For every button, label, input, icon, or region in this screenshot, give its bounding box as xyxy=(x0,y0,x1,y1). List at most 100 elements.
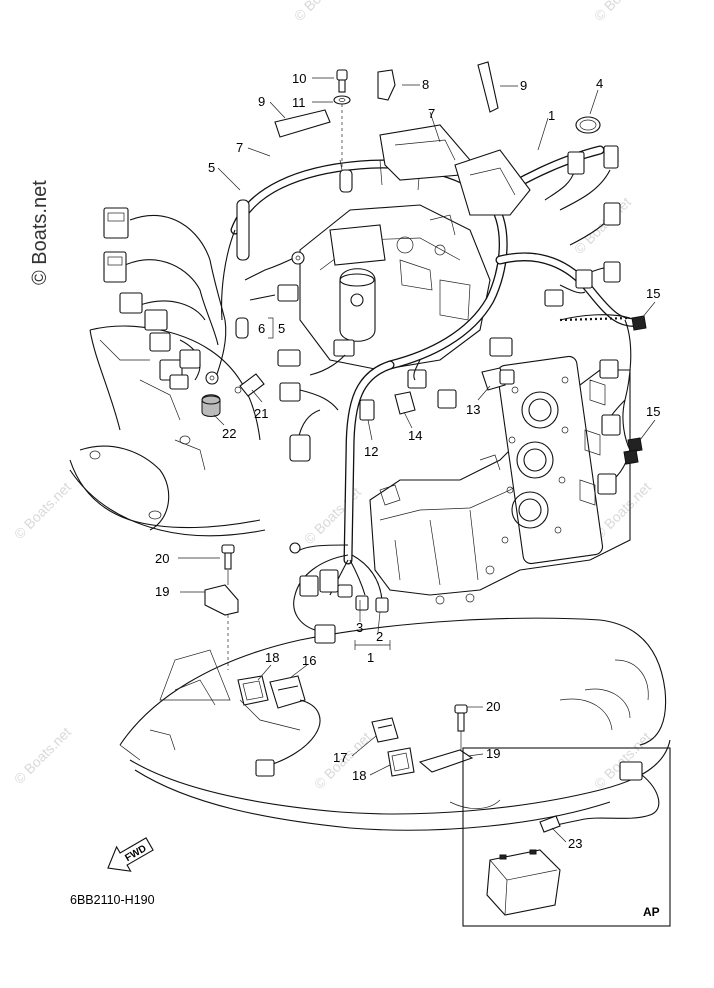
clamps-and-strips xyxy=(274,61,601,138)
bracket xyxy=(418,749,474,773)
fuse-holder xyxy=(539,815,561,833)
grommets-lower xyxy=(237,675,415,777)
connector xyxy=(103,251,127,283)
connector xyxy=(619,761,643,781)
callout-15: 15 xyxy=(646,286,660,301)
clamp xyxy=(377,69,396,101)
right-wiring xyxy=(489,145,647,495)
connector xyxy=(277,349,301,367)
bracket-19-lower xyxy=(418,704,474,773)
left-wiring xyxy=(103,207,305,390)
watermark: © Boats.net xyxy=(301,484,364,547)
callout-23: 23 xyxy=(568,836,582,851)
clip xyxy=(623,449,639,465)
bolt xyxy=(454,704,468,714)
callout-5: 5 xyxy=(208,160,215,175)
connector xyxy=(355,595,369,611)
inset-label: AP xyxy=(643,905,660,919)
electrical-box xyxy=(299,204,491,371)
washer xyxy=(333,95,351,105)
callout-6: 6 xyxy=(258,321,265,336)
callout-8: 8 xyxy=(422,77,429,92)
callout-15: 15 xyxy=(646,404,660,419)
leader-lines xyxy=(178,77,656,843)
connector xyxy=(597,473,617,495)
grommet xyxy=(269,675,306,709)
bolt-shank xyxy=(457,712,465,732)
sleeve-parts xyxy=(235,169,353,339)
watermark: © Boats.net xyxy=(11,724,74,787)
callout-14: 14 xyxy=(408,428,422,443)
connector xyxy=(144,309,168,331)
connector xyxy=(277,284,299,302)
left-cover xyxy=(69,325,266,537)
watermark: © Boats.net xyxy=(11,479,74,542)
connector xyxy=(169,374,189,390)
bolt-shank xyxy=(338,79,346,93)
callout-17: 17 xyxy=(333,750,347,765)
callout-20: 20 xyxy=(486,699,500,714)
callout-9: 9 xyxy=(520,78,527,93)
callout-4: 4 xyxy=(596,76,603,91)
watermark: © Boats.net xyxy=(291,0,354,24)
bottom-cowling xyxy=(119,617,671,831)
bracket xyxy=(204,584,239,616)
connector xyxy=(499,369,515,385)
callout-11: 11 xyxy=(292,95,306,110)
battery xyxy=(486,849,561,916)
connector xyxy=(314,624,336,644)
connector xyxy=(601,414,621,436)
callout-16: 16 xyxy=(302,653,316,668)
callout-22: 22 xyxy=(222,426,236,441)
callout-5: 5 xyxy=(278,321,285,336)
watermark: © Boats.net xyxy=(591,0,654,24)
callout-19: 19 xyxy=(155,584,169,599)
ring-terminal xyxy=(205,371,219,385)
connector xyxy=(603,145,619,169)
grommet-frame xyxy=(387,747,415,777)
callout-7: 7 xyxy=(428,106,435,121)
grommet-frame xyxy=(237,675,269,706)
callout-13: 13 xyxy=(466,402,480,417)
callout-12: 12 xyxy=(364,444,378,459)
connector xyxy=(575,269,593,289)
callout-1: 1 xyxy=(548,108,555,123)
protector-strip xyxy=(477,61,499,113)
sleeve xyxy=(235,317,249,339)
callout-18: 18 xyxy=(265,650,279,665)
connector xyxy=(179,349,201,369)
connector xyxy=(603,261,621,283)
sleeve xyxy=(339,169,353,193)
callout-20: 20 xyxy=(155,551,169,566)
clip xyxy=(631,315,647,331)
connector xyxy=(599,359,619,379)
cable-tie xyxy=(575,116,601,134)
fwd-arrow: FWD xyxy=(107,837,154,872)
bracket-19-upper xyxy=(204,544,239,670)
engine-block xyxy=(369,355,631,605)
copyright-text: © Boats.net xyxy=(29,180,51,285)
connector xyxy=(407,369,427,389)
callout-labels: 10 11 8 9 9 4 7 7 1 5 6 5 15 15 13 14 12… xyxy=(155,71,660,851)
callout-19: 19 xyxy=(486,746,500,761)
ring-terminal xyxy=(291,251,305,265)
connector xyxy=(289,434,311,462)
bracket xyxy=(481,367,506,391)
callout-9: 9 xyxy=(258,94,265,109)
connector xyxy=(333,339,355,357)
connector xyxy=(103,207,129,239)
lower-harness xyxy=(289,542,389,644)
fwd-label: FWD xyxy=(123,843,148,864)
bracket xyxy=(394,391,416,415)
connector xyxy=(337,584,353,598)
sensor xyxy=(239,373,265,397)
valve-cover xyxy=(496,355,604,565)
connector xyxy=(544,289,564,307)
callout-18: 18 xyxy=(352,768,366,783)
connector xyxy=(437,389,457,409)
connector xyxy=(319,569,339,593)
grommet xyxy=(371,717,399,743)
connector xyxy=(359,399,375,421)
ring-terminal xyxy=(289,542,301,554)
